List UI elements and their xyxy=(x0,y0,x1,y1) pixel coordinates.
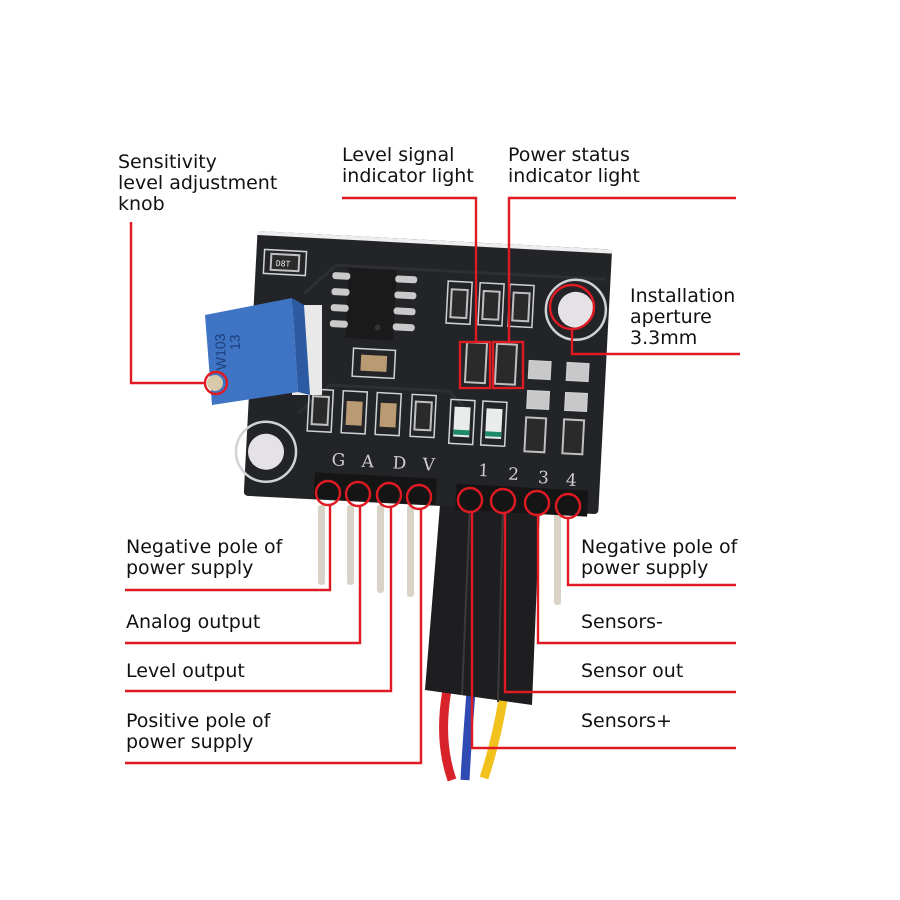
component-row-bottom xyxy=(306,388,508,448)
pcb-board: D8T xyxy=(234,231,613,517)
callout-sensor-out: Sensor out xyxy=(581,660,684,682)
dupont-connector xyxy=(425,504,540,705)
wire-blue xyxy=(460,691,476,781)
callout-level-output: Level output xyxy=(126,660,245,682)
mounting-hole-top-right xyxy=(544,278,608,342)
callout-sensors-plus: Sensors+ xyxy=(581,710,672,732)
callout-analog-output: Analog output xyxy=(126,611,261,633)
wire-red xyxy=(439,689,457,782)
resistor-row-top xyxy=(445,280,535,329)
callout-right-negative-power: Negative pole of power supply xyxy=(581,536,738,579)
callout-lines xyxy=(125,196,740,765)
potentiometer: 13 W103 xyxy=(205,298,322,405)
pin-label-v: V xyxy=(421,455,436,476)
pin-label-4: 4 xyxy=(565,471,577,492)
callout-installation-aperture: Installation aperture 3.3mm xyxy=(630,285,736,349)
callout-left-negative-power: Negative pole of power supply xyxy=(126,536,283,579)
pin-label-g: G xyxy=(331,450,346,471)
callout-positive-power: Positive pole of power supply xyxy=(126,710,271,753)
mounting-hole-bottom-left xyxy=(234,420,298,484)
resistor-d8t-label: D8T xyxy=(276,259,291,269)
wire-yellow xyxy=(479,699,508,780)
pot-marking-13: 13 xyxy=(226,334,243,350)
pin-label-3: 3 xyxy=(538,468,550,489)
right-pads xyxy=(523,359,590,456)
callout-level-signal-led: Level signal indicator light xyxy=(342,144,474,187)
pin-label-d: D xyxy=(392,453,407,474)
pin-label-a: A xyxy=(360,452,375,473)
callout-sensors-minus: Sensors- xyxy=(581,611,663,633)
pot-adjust-screw xyxy=(207,375,223,391)
left-pins xyxy=(318,505,561,605)
pot-marking-w103: W103 xyxy=(212,333,229,370)
led-resistors xyxy=(463,341,519,386)
ic-chip xyxy=(329,267,418,341)
pin-label-1: 1 xyxy=(478,461,490,482)
callout-sensitivity-knob: Sensitivity level adjustment knob xyxy=(118,151,278,215)
callout-power-status-led: Power status indicator light xyxy=(508,144,640,187)
header-labels: G A D V 1 2 3 4 xyxy=(331,450,577,492)
pin-label-2: 2 xyxy=(508,464,520,485)
